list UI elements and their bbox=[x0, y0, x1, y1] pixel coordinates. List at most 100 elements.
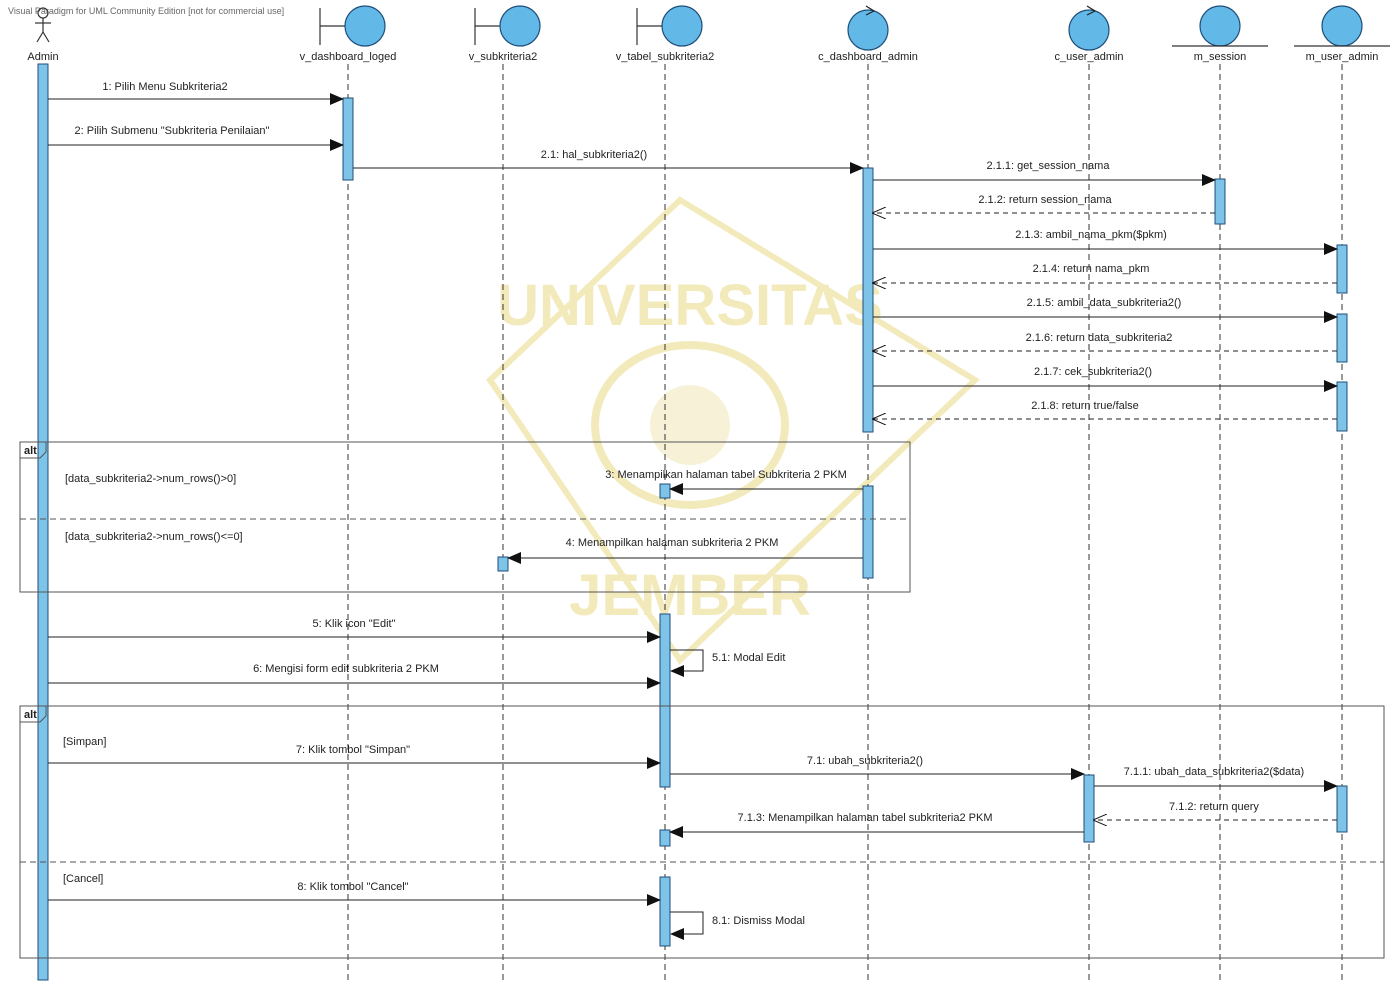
lifeline-name: c_dashboard_admin bbox=[818, 51, 918, 63]
message-label: 2.1.5: ambil_data_subkriteria2() bbox=[1027, 297, 1182, 309]
fragment-tab bbox=[20, 706, 47, 723]
activation-bar bbox=[659, 483, 671, 499]
activation-bar bbox=[659, 829, 671, 847]
entity-circle-icon bbox=[1199, 5, 1241, 47]
lifeline-v_dashboard_loged: v_dashboard_loged bbox=[300, 5, 397, 982]
watermark-bottom-text: JEMBER bbox=[569, 563, 811, 628]
boundary-circle-icon bbox=[661, 5, 703, 47]
message-m5: 5: Klik icon "Edit" bbox=[48, 618, 661, 643]
message-m7: 7: Klik tombol "Simpan" bbox=[48, 744, 661, 769]
activation-bar bbox=[1336, 313, 1348, 363]
message-label: 2.1.4: return nama_pkm bbox=[1033, 263, 1150, 275]
watermark-leaf bbox=[591, 341, 789, 509]
activation-bar bbox=[342, 97, 354, 181]
fragment-frame bbox=[19, 705, 1385, 959]
message-m3: 3: Menampilkan halaman tabel Subkriteria… bbox=[605, 469, 863, 495]
control-circle-icon bbox=[847, 9, 889, 51]
message-label: 2.1.2: return session_nama bbox=[978, 194, 1112, 206]
message-label: 2.1.6: return data_subkriteria2 bbox=[1026, 332, 1173, 344]
lifeline-name: m_user_admin bbox=[1306, 51, 1379, 63]
activation-bar bbox=[1214, 178, 1226, 225]
message-label: 7.1: ubah_subkriteria2() bbox=[807, 755, 923, 767]
entity-circle-icon bbox=[1321, 5, 1363, 47]
fragment-guard: [Simpan] bbox=[63, 736, 106, 748]
message-m2_1_7: 2.1.7: cek_subkriteria2() bbox=[873, 366, 1338, 392]
lifeline-v_tabel_subkriteria2: v_tabel_subkriteria2 bbox=[616, 5, 714, 982]
watermark-top-text: UNIVERSITAS bbox=[497, 273, 883, 338]
fragment-operator: alt bbox=[24, 445, 37, 457]
actor-leg-icon bbox=[36, 31, 44, 43]
message-m5_1: 5.1: Modal Edit bbox=[670, 649, 785, 677]
activation-bar bbox=[659, 876, 671, 947]
activation-bar bbox=[37, 63, 49, 981]
message-m2_1_8: 2.1.8: return true/false bbox=[873, 400, 1337, 419]
control-arrow-icon bbox=[1086, 5, 1097, 16]
activation-bar bbox=[862, 167, 874, 433]
watermark-emblem: UNIVERSITAS JEMBER bbox=[486, 196, 980, 665]
message-m4: 4: Menampilkan halaman subkriteria 2 PKM bbox=[507, 537, 863, 564]
message-m2_1_1: 2.1.1: get_session_nama bbox=[873, 160, 1216, 186]
message-label: 3: Menampilkan halaman tabel Subkriteria… bbox=[605, 469, 847, 481]
message-m2_1_5: 2.1.5: ambil_data_subkriteria2() bbox=[873, 297, 1338, 323]
message-label: 7.1.2: return query bbox=[1169, 801, 1259, 813]
lifeline-m_session: m_session bbox=[1172, 5, 1268, 982]
message-m7_1_3: 7.1.3: Menampilkan halaman tabel subkrit… bbox=[669, 812, 1084, 838]
message-label: 6: Mengisi form edit subkriteria 2 PKM bbox=[253, 663, 439, 675]
message-m2_1_2: 2.1.2: return session_nama bbox=[873, 194, 1215, 213]
message-label: 2: Pilih Submenu "Subkriteria Penilaian" bbox=[75, 125, 270, 137]
activation-bar bbox=[1336, 785, 1348, 833]
lifeline-name: Admin bbox=[27, 51, 58, 63]
message-label: 7.1.1: ubah_data_subkriteria2($data) bbox=[1124, 766, 1304, 778]
message-m2_1_6: 2.1.6: return data_subkriteria2 bbox=[873, 332, 1337, 351]
boundary-circle-icon bbox=[344, 5, 386, 47]
message-m2_1: 2.1: hal_subkriteria2() bbox=[353, 149, 864, 174]
lifeline-name: v_subkriteria2 bbox=[469, 51, 537, 63]
fragment-tab bbox=[20, 442, 47, 459]
message-m2_1_3: 2.1.3: ambil_nama_pkm($pkm) bbox=[873, 229, 1338, 255]
fragment-guard: [Cancel] bbox=[63, 873, 103, 885]
message-m6: 6: Mengisi form edit subkriteria 2 PKM bbox=[48, 663, 661, 689]
activation-bar bbox=[862, 485, 874, 579]
activation-bar bbox=[1083, 774, 1095, 843]
watermark-core bbox=[650, 385, 730, 465]
message-label: 5.1: Modal Edit bbox=[712, 652, 785, 664]
message-m7_1_2: 7.1.2: return query bbox=[1094, 801, 1337, 820]
actor-leg-icon bbox=[42, 31, 50, 43]
message-label: 2.1.7: cek_subkriteria2() bbox=[1034, 366, 1152, 378]
lifeline-admin: Admin bbox=[27, 7, 59, 63]
lifeline-name: v_tabel_subkriteria2 bbox=[616, 51, 714, 63]
fragment-guard: [data_subkriteria2->num_rows()>0] bbox=[65, 473, 236, 485]
message-m2_1_4: 2.1.4: return nama_pkm bbox=[873, 263, 1337, 283]
fragment-operator: alt bbox=[24, 709, 37, 721]
activation-bar bbox=[659, 613, 671, 788]
message-m7_1: 7.1: ubah_subkriteria2() bbox=[670, 755, 1085, 780]
message-m8: 8: Klik tombol "Cancel" bbox=[48, 881, 661, 906]
message-label: 2.1: hal_subkriteria2() bbox=[541, 149, 647, 161]
message-label: 7: Klik tombol "Simpan" bbox=[296, 744, 410, 756]
activation-bar bbox=[1336, 381, 1348, 432]
message-label: 7.1.3: Menampilkan halaman tabel subkrit… bbox=[738, 812, 993, 824]
fragment-frame bbox=[19, 441, 911, 593]
self-message-arrow bbox=[670, 649, 704, 677]
combined-fragment-alt2: alt [Simpan] [Cancel] bbox=[19, 705, 1385, 959]
activation-bar bbox=[497, 556, 509, 572]
message-m2: 2: Pilih Submenu "Subkriteria Penilaian" bbox=[48, 125, 344, 151]
self-message-arrow bbox=[670, 911, 704, 940]
watermark-frame bbox=[486, 196, 980, 665]
boundary-circle-icon bbox=[499, 5, 541, 47]
message-label: 4: Menampilkan halaman subkriteria 2 PKM bbox=[566, 537, 779, 549]
fragment-guard: [data_subkriteria2->num_rows()<=0] bbox=[65, 531, 243, 543]
message-label: 2.1.3: ambil_nama_pkm($pkm) bbox=[1015, 229, 1167, 241]
combined-fragment-alt1: alt [data_subkriteria2->num_rows()>0] [dat… bbox=[19, 441, 911, 593]
activation-bar bbox=[1336, 244, 1348, 294]
lifeline-name: c_user_admin bbox=[1054, 51, 1123, 63]
message-label: 2.1.1: get_session_nama bbox=[987, 160, 1111, 172]
control-arrow-icon bbox=[865, 5, 876, 16]
lifeline-v_subkriteria2: v_subkriteria2 bbox=[469, 5, 541, 982]
message-label: 2.1.8: return true/false bbox=[1031, 400, 1139, 412]
message-m8_1: 8.1: Dismiss Modal bbox=[670, 911, 805, 940]
message-label: 8: Klik tombol "Cancel" bbox=[297, 881, 408, 893]
lifeline-name: v_dashboard_loged bbox=[300, 51, 397, 63]
lifeline-m_user_admin: m_user_admin bbox=[1294, 5, 1390, 982]
